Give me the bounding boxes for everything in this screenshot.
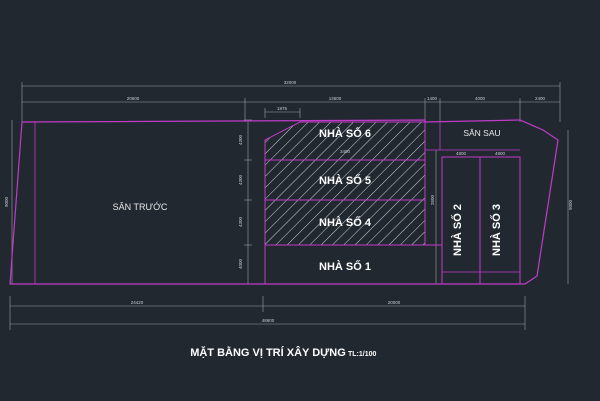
back-yard-label: SÂN SAU (463, 128, 500, 138)
dim-col-a: 4300 (238, 134, 243, 145)
dim-top-right-a: 4000 (475, 96, 486, 101)
drawing-title-text: MẶT BẰNG VỊ TRÍ XÂY DỰNG (190, 346, 346, 359)
dim-top-front: 20600 (127, 96, 140, 101)
dim-col-d: 4000 (238, 258, 243, 269)
dim-inner-b: 4800 (456, 151, 467, 156)
house-4-block (264, 199, 426, 246)
dim-bottom-front: 24420 (131, 300, 144, 305)
house-3-block (479, 156, 521, 285)
dim-top-total: 32000 (284, 80, 297, 85)
dim-left-height: 9000 (4, 196, 9, 207)
dim-top-right-b: 2400 (535, 96, 546, 101)
dim-top-step: 1975 (277, 106, 288, 111)
house-5-block (264, 159, 426, 201)
dim-bottom-total: 48600 (262, 318, 275, 323)
dim-top-gap: 1400 (427, 96, 438, 101)
dim-bottom-mid: 20000 (388, 300, 401, 305)
house-3-label: NHÀ SỐ 3 (489, 204, 503, 256)
dim-top-mid: 13600 (329, 96, 342, 101)
drawing-scale: TL:1/100 (348, 351, 377, 358)
dim-inner-a: 3400 (340, 149, 351, 154)
dim-inner-c: 4800 (495, 151, 506, 156)
house-6-label: NHÀ SỐ 6 (319, 126, 371, 140)
front-yard-label: SÂN TRƯỚC (113, 202, 168, 212)
drawing-title: MẶT BẰNG VỊ TRÍ XÂY DỰNG (190, 346, 346, 359)
house-1-label: NHÀ SỐ 1 (319, 259, 371, 273)
house-5-label: NHÀ SỐ 5 (319, 173, 371, 187)
house-2-label: NHÀ SỐ 2 (450, 204, 464, 256)
dim-col-e: 2600 (430, 194, 435, 205)
top-dimension-lines (21, 82, 561, 122)
dim-col-c: 4300 (238, 216, 243, 227)
dim-col-b: 4300 (238, 174, 243, 185)
dim-right-height: 9000 (568, 199, 573, 210)
house-4-label: NHÀ SỐ 4 (319, 215, 372, 229)
bottom-dimension-lines (9, 296, 526, 330)
